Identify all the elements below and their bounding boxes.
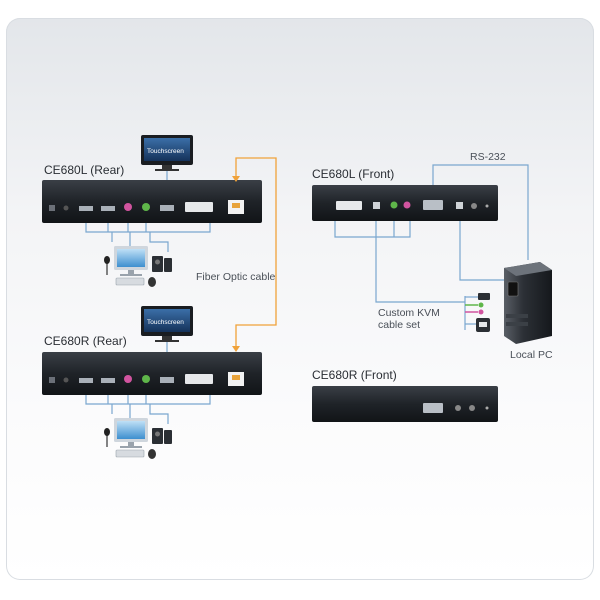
r-console-bus (85, 395, 211, 405)
ce680l-front-unit (312, 185, 498, 221)
kvm-cable-set (464, 293, 490, 332)
speaker-jack-icon (390, 201, 398, 209)
audio-plug-icon (478, 302, 484, 308)
dvi-port-icon (336, 201, 362, 210)
usb-port-icon (79, 378, 93, 383)
background-panel (6, 18, 594, 580)
touchscreen-top: Touchscreen (141, 135, 193, 171)
usb-port-icon (160, 377, 174, 383)
usb-plug-icon (478, 293, 490, 300)
button-icon (469, 405, 475, 411)
button-icon (455, 405, 461, 411)
power-switch-icon (63, 377, 69, 383)
ce680r-rear-unit (42, 352, 262, 395)
dvi-port-icon (185, 202, 213, 212)
power-port-icon (49, 205, 55, 211)
touchscreen-top-label: Touchscreen (147, 148, 184, 155)
usb-to-pc-cable (459, 221, 508, 281)
power-port-icon (49, 377, 55, 383)
ce680l-front-title: CE680L (Front) (312, 167, 394, 181)
usb-b-port-icon (373, 202, 380, 209)
mic-jack-icon (124, 375, 132, 383)
kvm-cable (375, 237, 465, 303)
usb-port-icon (101, 378, 115, 383)
l-front-bus (334, 221, 411, 238)
dvi-port-icon (185, 374, 213, 384)
local-pc-tower (504, 262, 552, 344)
ce680l-rear-title: CE680L (Rear) (44, 163, 124, 177)
rs232-label: RS-232 (470, 151, 506, 163)
touchscreen-bottom: Touchscreen (141, 306, 193, 342)
ce680l-rear-unit (42, 180, 262, 223)
mic-jack-icon (124, 203, 132, 211)
ce680r-front-title: CE680R (Front) (312, 368, 397, 382)
ce680r-front-unit (312, 386, 498, 422)
local-pc-label: Local PC (510, 349, 553, 361)
l-console-bus (85, 223, 211, 233)
led-icon (485, 406, 489, 410)
audio-plug-icon (478, 309, 484, 315)
mic-jack-icon (403, 201, 411, 209)
keyboard-icon (115, 277, 145, 286)
mouse-icon (148, 277, 156, 287)
rs232-port-icon (423, 200, 443, 210)
speaker-icon (164, 430, 172, 444)
led-icon (485, 204, 489, 208)
speaker-icon (164, 258, 172, 272)
button-icon (471, 203, 477, 209)
r-console-devices (104, 418, 172, 459)
l-console-devices (104, 246, 172, 287)
kvm-label-line1: Custom KVM (378, 307, 440, 319)
rs232-port-icon (423, 403, 443, 413)
fiber-optic-cable (235, 157, 277, 350)
keyboard-icon (115, 449, 145, 458)
usb-port-icon (101, 206, 115, 211)
speaker-jack-icon (142, 375, 150, 383)
fiber-label: Fiber Optic cable (196, 271, 276, 283)
kvm-label-line2: cable set (378, 319, 420, 331)
usb-port-icon (79, 206, 93, 211)
ce680r-rear-title: CE680R (Rear) (44, 334, 127, 348)
rs232-cable (432, 164, 529, 260)
mouse-icon (148, 449, 156, 459)
speaker-jack-icon (142, 203, 150, 211)
usb-b-port-icon (456, 202, 463, 209)
power-switch-icon (63, 205, 69, 211)
usb-port-icon (160, 205, 174, 211)
touchscreen-bottom-label: Touchscreen (147, 319, 184, 326)
